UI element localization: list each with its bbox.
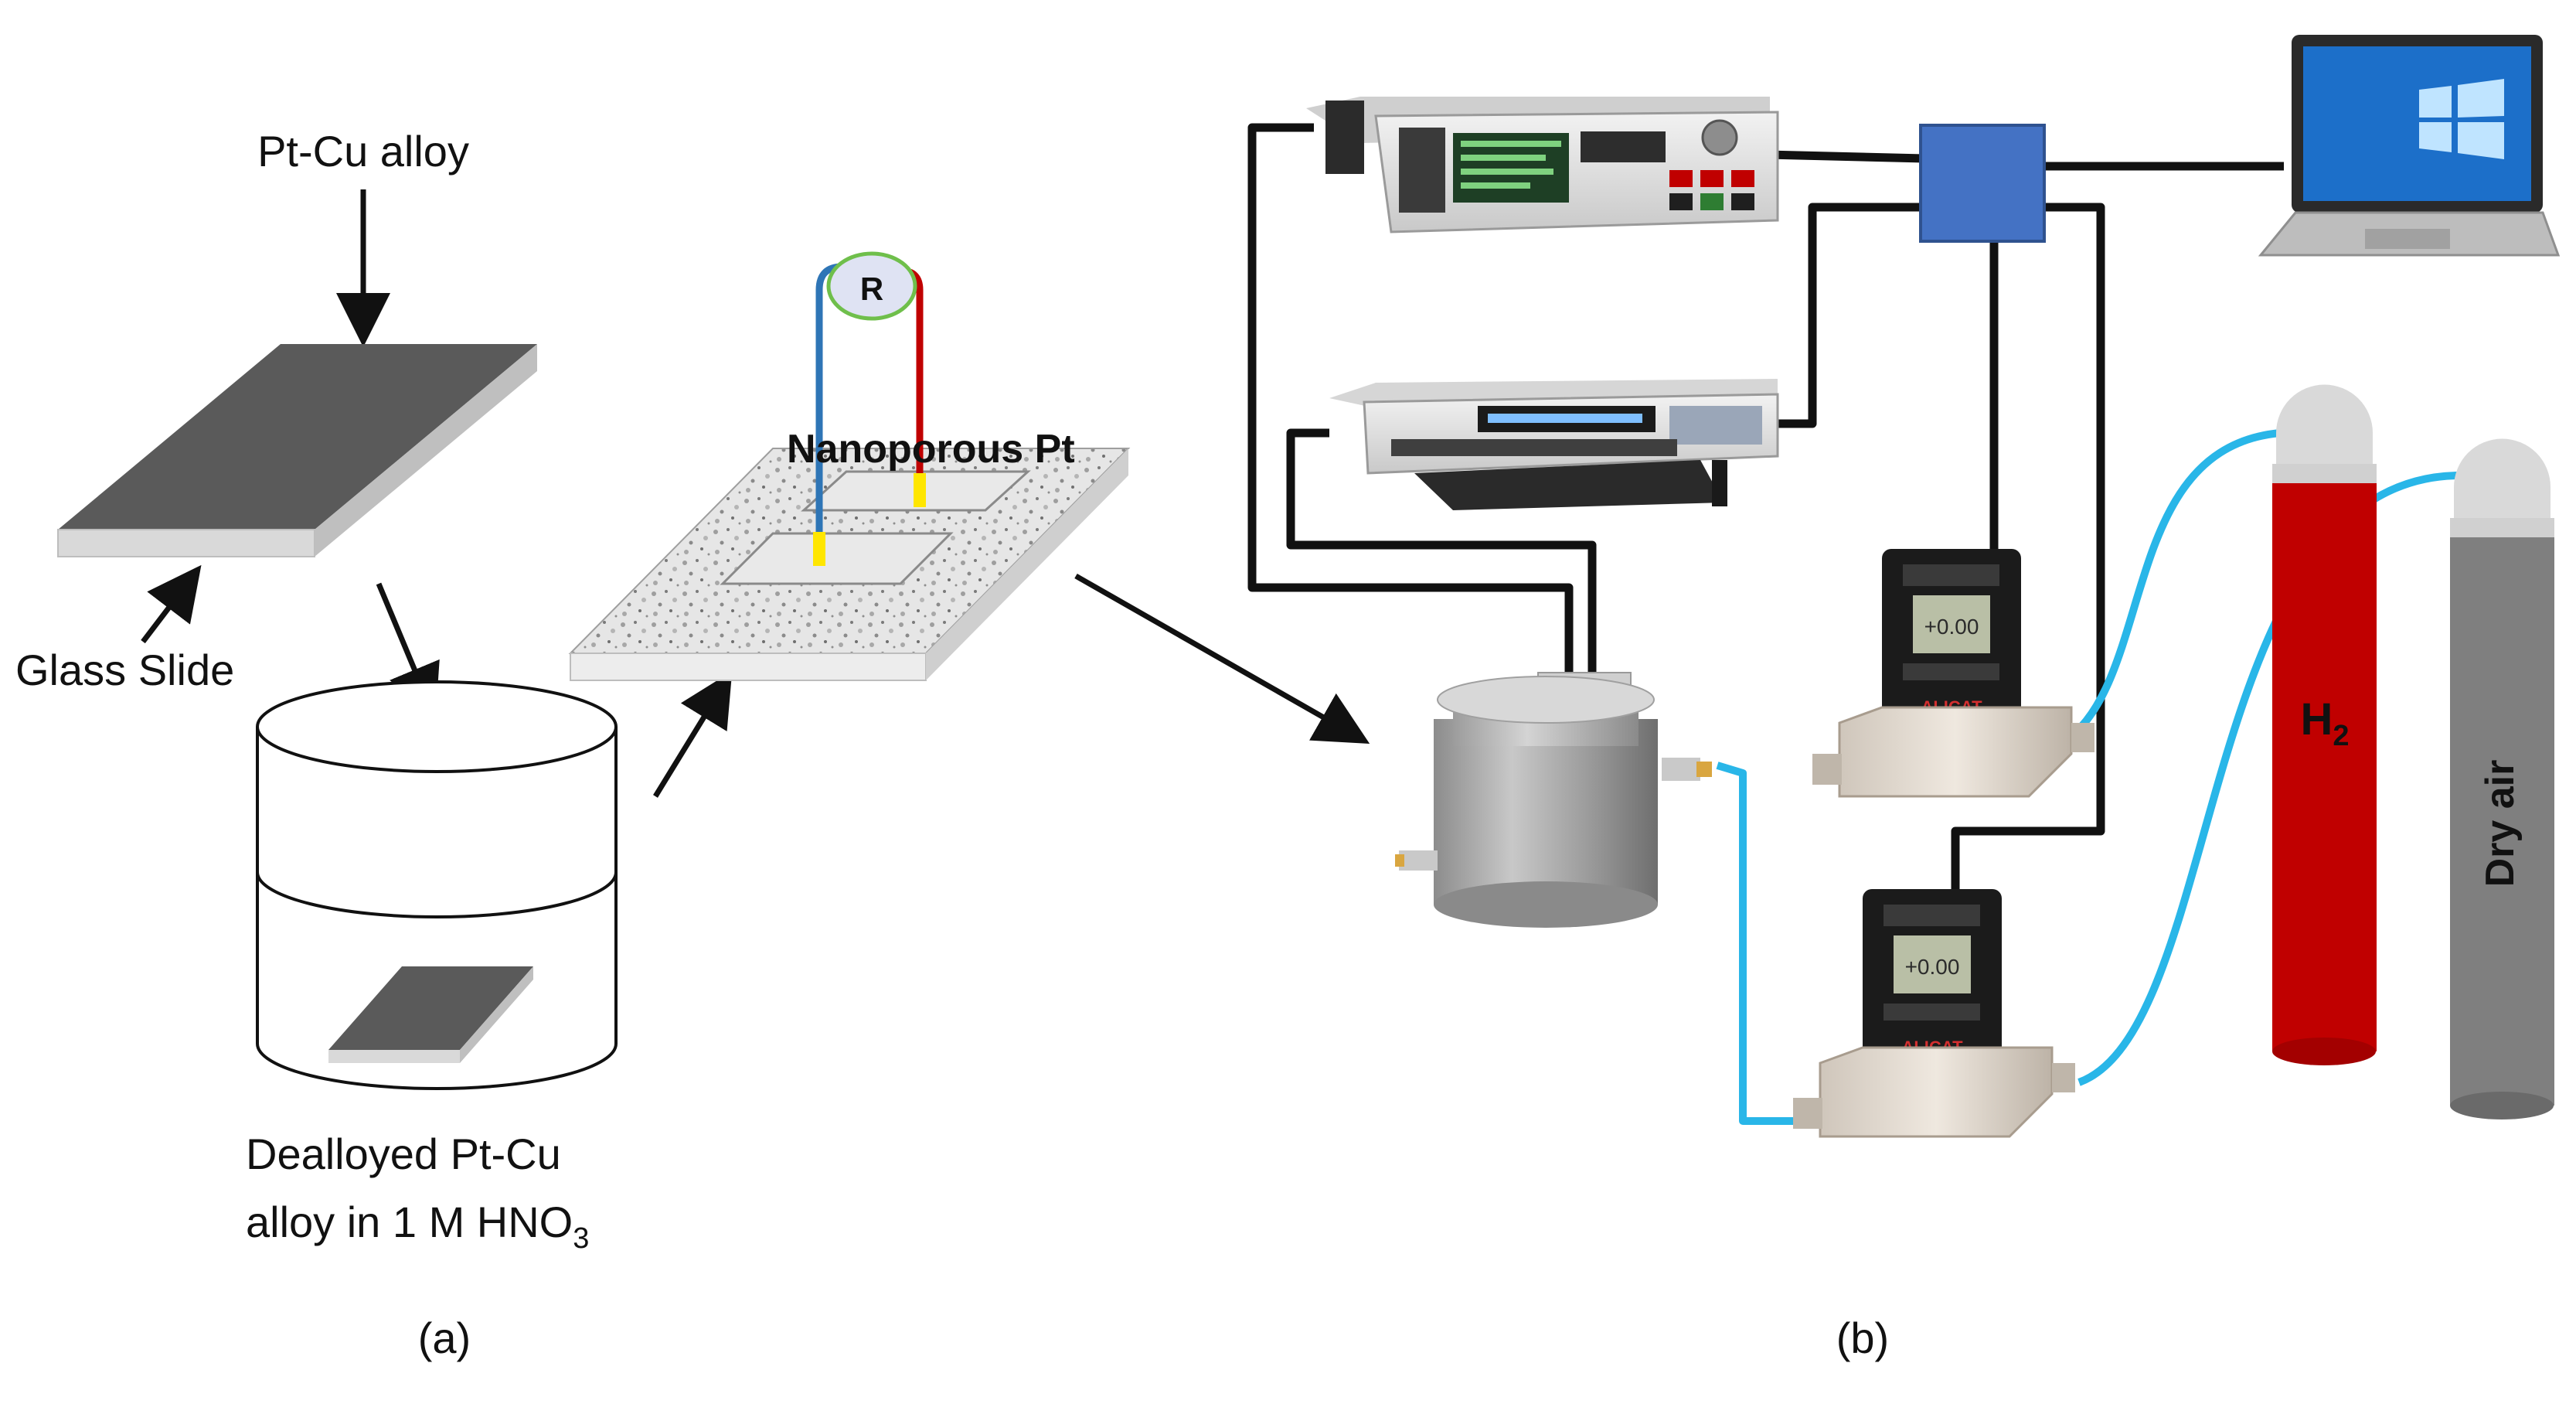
pt-pad-lower [720,532,954,585]
resistance-meter [826,251,917,321]
h2-label: H2 [2300,694,2349,752]
panel-a: Pt-Cu alloy Glass Slide Dealloyed Pt-Cu … [15,127,1131,1362]
gas-line-air [2077,472,2459,1086]
dry-air-label: Dry air [2478,760,2523,888]
pt-cu-alloy-label: Pt-Cu alloy [257,127,469,175]
mfc2-display-readout: +0.00 [1905,955,1960,979]
mass-flow-controller-2: +0.00 ALICAT [1793,889,2075,1138]
cable-source-to-hub [1765,150,1925,163]
glass-slide-label: Glass Slide [15,646,234,694]
cable-meter-to-hub [1778,203,1924,428]
dealloyed-label-line2: alloy in 1 M HNO3 [246,1198,589,1255]
cable-meter-to-chamber [1286,428,1597,700]
mass-flow-controller-1: +0.00 ALICAT [1812,549,2094,798]
h2-label-main: H [2300,694,2333,745]
nanoporous-pt-sensor: R [568,251,1131,681]
gas-line-h2 [2061,429,2281,746]
control-cables [1247,123,2284,889]
arrow-glass-slide [141,564,202,644]
panel-a-label: (a) [418,1314,471,1362]
dry-air-gas-cylinder [2450,438,2554,1119]
mfc1-display-readout: +0.00 [1924,615,1979,639]
nanoporous-pt-label: Nanoporous Pt [787,427,1075,472]
pt-cu-alloy-slab [57,344,537,557]
digital-multimeter [1329,379,1779,510]
contact-red [914,473,926,507]
panel-b-label: (b) [1836,1314,1889,1362]
source-measure-unit [1306,97,1779,233]
laptop [2258,35,2561,257]
dealloyed-label-text: alloy in 1 M HNO [246,1198,573,1246]
arrow-to-chamber [1074,573,1370,744]
arrow-to-sensor [653,671,733,798]
contact-blue [813,532,825,566]
cable-hub-to-mfc2 [1951,203,2105,889]
cable-source-to-chamber [1247,123,1574,700]
dealloyed-label-line1: Dealloyed Pt-Cu [246,1130,561,1178]
resistance-symbol: R [860,271,883,307]
dealloyed-label-sub: 3 [573,1222,589,1255]
h2-gas-cylinder [2272,384,2377,1065]
test-chamber [1395,672,1712,928]
interface-hub [1919,124,2046,243]
beaker [256,680,618,1090]
panel-b: +0.00 ALICAT +0.00 ALICAT H2 [1074,35,2561,1362]
h2-label-sub: 2 [2333,720,2349,752]
